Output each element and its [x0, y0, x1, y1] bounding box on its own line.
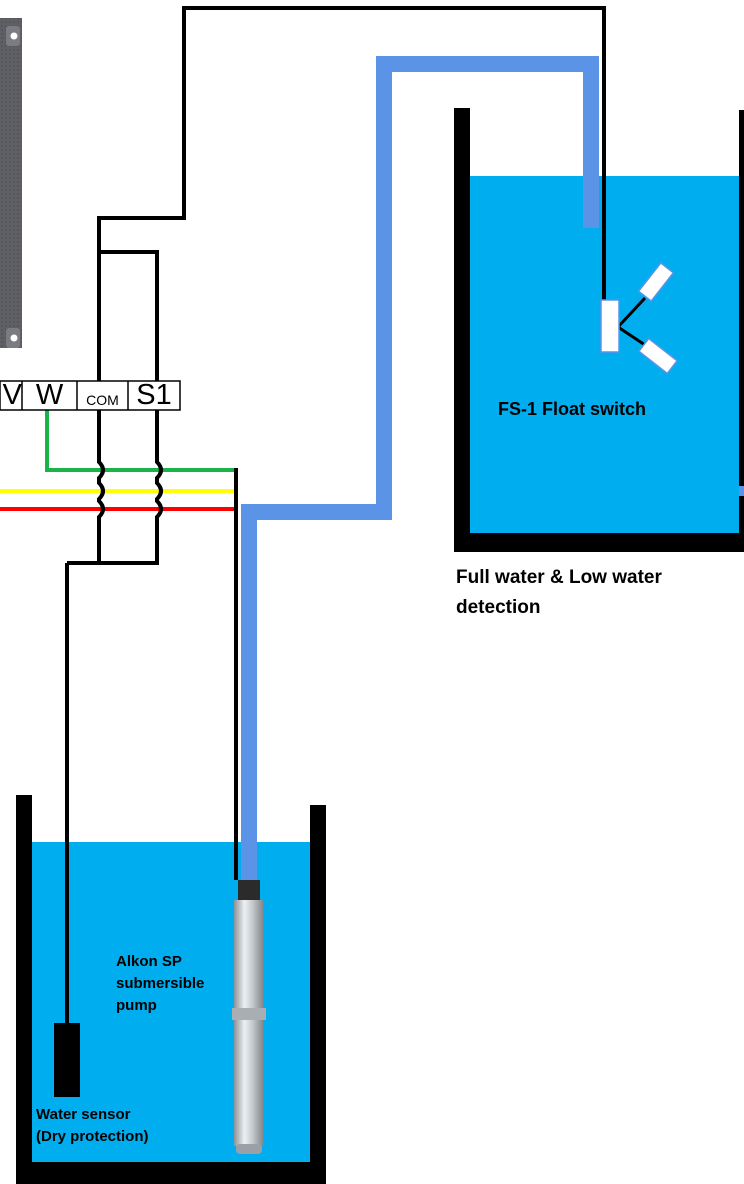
float-switch-cable: [97, 6, 606, 381]
float-switch-arm-lower: [617, 325, 646, 347]
pump-label-line1: Alkon SP: [116, 953, 182, 970]
pump-head: [238, 880, 260, 900]
float-switch-icon: [600, 261, 679, 375]
terminal-block: [0, 380, 181, 411]
sensor-label-line1: Water sensor: [36, 1106, 131, 1123]
terminal-block-frame: [0, 380, 181, 411]
float-switch-upper-float: [637, 261, 675, 303]
terminal-com-label: COM: [86, 392, 119, 408]
terminal-w-label: W: [35, 379, 64, 411]
s1-wire-down: [155, 410, 163, 563]
terminal-s1-label: S1: [136, 379, 172, 411]
panel-screw-top: [10, 32, 18, 40]
pump-upper-stage: [234, 900, 264, 1010]
upper-tank-water: [470, 176, 744, 533]
float-switch-arm-upper: [616, 296, 647, 329]
float-switch-body: [600, 299, 620, 353]
float-switch-label: FS-1 Float switch: [498, 399, 647, 419]
pump-base: [236, 1144, 262, 1154]
com-wire-down: [97, 410, 105, 563]
upper-tank-right-wall: [739, 110, 744, 552]
pump-joint: [232, 1008, 266, 1020]
panel-mesh: [0, 18, 22, 348]
water-sensor-icon: [54, 1023, 80, 1097]
sensor-label-line2: (Dry protection): [36, 1128, 149, 1145]
upper-tank: [454, 108, 744, 552]
submersible-pump-icon: [232, 880, 266, 1154]
green-wire: [45, 410, 236, 472]
pump-label-line2: submersible: [116, 975, 205, 992]
float-switch-lower-float: [637, 337, 679, 375]
delivery-pipe: [241, 56, 599, 880]
lower-tank-left-wall: [16, 795, 32, 1184]
pump-label-line3: pump: [116, 997, 157, 1014]
pump-motor: [234, 1020, 264, 1146]
lower-tank-right-wall: [310, 805, 326, 1184]
upper-tank-left-wall: [454, 108, 470, 552]
controller-panel: [0, 18, 22, 348]
detection-label-line2: detection: [456, 597, 541, 618]
upper-tank-outlet: [739, 486, 744, 496]
detection-label-line1: Full water & Low water: [456, 567, 662, 588]
panel-screw-bottom: [10, 334, 18, 342]
upper-tank-bottom: [454, 533, 744, 552]
terminal-v-label: V: [2, 380, 22, 410]
lower-tank-bottom: [16, 1162, 326, 1184]
